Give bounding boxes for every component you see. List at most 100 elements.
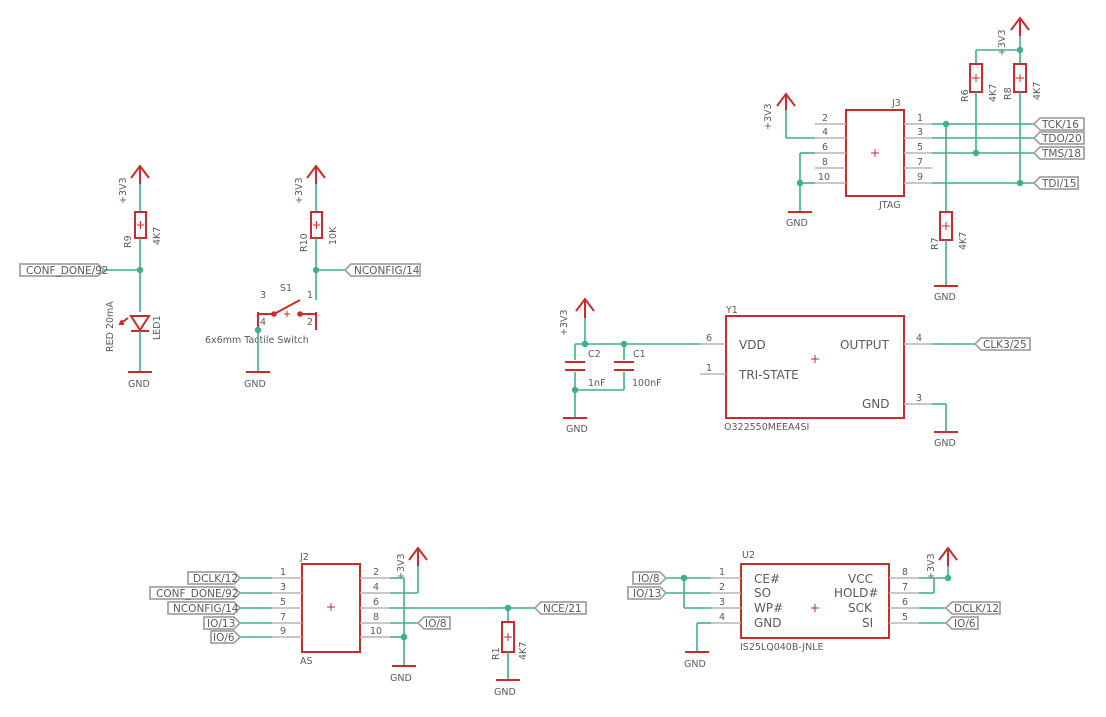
svg-text:8: 8 (373, 612, 379, 623)
power-arrow (575, 297, 595, 318)
svg-text:5: 5 (917, 142, 923, 153)
power-label: +3V3 (294, 177, 305, 204)
j3-ref: J3 (891, 98, 901, 109)
u2-gnd-label: GND (754, 616, 782, 630)
net-label-tms (1032, 146, 1085, 160)
y1-output-label: OUTPUT (840, 338, 890, 352)
s1-pin-4: 4 (260, 317, 266, 328)
svg-text:10: 10 (370, 626, 382, 637)
gnd-label: GND (128, 379, 150, 390)
y1-tristate-label: TRI-STATE (738, 368, 799, 382)
r6-value: 4K7 (988, 84, 999, 102)
r9-value: 4K7 (152, 227, 163, 245)
u2-so-label: SO (754, 586, 771, 600)
oscillator-y1 (725, 315, 905, 419)
net-tdo-text: TDO/20 (1041, 133, 1082, 145)
power-arrow (408, 546, 428, 566)
led-circuit: +3V3 R9 4K7 CONF_DONE/92 RED 20mA LED1 G… (19, 164, 163, 390)
net-tms-text: TMS/18 (1041, 148, 1081, 160)
r1-ref: R1 (491, 647, 502, 660)
net-label-dclk (187, 571, 242, 585)
svg-text:1: 1 (706, 363, 712, 374)
r9-ref: R9 (123, 235, 134, 248)
r1-value: 4K7 (518, 642, 529, 660)
svg-text:10: 10 (818, 172, 830, 183)
net-label-dclk-flash (944, 601, 1001, 615)
net-conf-done-text: CONF_DONE/92 (26, 265, 108, 277)
r6-ref: R6 (960, 89, 971, 102)
u2-vcc-label: VCC (848, 572, 873, 586)
svg-text:7: 7 (917, 157, 923, 168)
power-label: +3V3 (997, 29, 1008, 56)
svg-text:8: 8 (822, 157, 828, 168)
led1-symbol (129, 315, 151, 332)
gnd-label: GND (390, 673, 412, 684)
net-label-io6-flash (944, 616, 979, 630)
svg-text:2: 2 (822, 113, 828, 124)
net-label-tck (1032, 117, 1085, 131)
net-io6-flash-text: IO/6 (954, 618, 976, 630)
net-tck-text: TCK/16 (1041, 119, 1079, 131)
s1-pin-3: 3 (260, 290, 266, 301)
svg-text:8: 8 (902, 567, 908, 578)
u2-wp-label: WP# (754, 601, 783, 615)
flash-circuit: U2 IS25LQ040B-JNLE 1 2 3 4 CE# SO WP# GN… (627, 546, 1001, 670)
net-io8-flash-text: IO/8 (638, 573, 660, 585)
net-label-io6 (210, 630, 242, 644)
capacitor-c2 (565, 361, 585, 371)
net-label-nce (533, 601, 587, 615)
r7-ref: R7 (930, 237, 941, 250)
c2-value: 1nF (588, 378, 606, 389)
net-dclk-text: DCLK/12 (193, 573, 238, 585)
s1-value: 6x6mm Tactile Switch (205, 335, 309, 346)
as-header-circuit: J2 AS 1 3 5 7 9 DCLK/12 CONF_DONE/92 NCO… (149, 546, 587, 698)
r10-value: 10K (328, 226, 339, 245)
net-label-io8-flash (632, 571, 668, 585)
c1-value: 100nF (632, 378, 662, 389)
s1-ref: S1 (280, 283, 292, 294)
power-arrow (130, 164, 150, 184)
power-label: +3V3 (763, 103, 774, 130)
gnd-label: GND (244, 379, 266, 390)
jtag-circuit: +3V3 J3 JTAG 2 4 6 8 10 GND 1 3 5 7 9 (763, 16, 1085, 303)
power-label: +3V3 (396, 553, 407, 580)
net-clk3-text: CLK3/25 (983, 339, 1027, 351)
svg-text:6: 6 (822, 142, 828, 153)
power-label: +3V3 (118, 177, 129, 204)
svg-text:7: 7 (280, 612, 286, 623)
net-label-conf-done-2 (149, 586, 242, 600)
gnd-label: GND (566, 424, 588, 435)
oscillator-circuit: +3V3 C2 1nF C1 100nF GND Y1 O322550MEEA4… (559, 297, 1031, 449)
net-label-io13 (203, 616, 242, 630)
y1-part: O322550MEEA4SI (724, 422, 809, 433)
s1-pin-1: 1 (307, 290, 313, 301)
net-label-nconfig-2 (167, 601, 242, 615)
u2-si-label: SI (862, 616, 873, 630)
net-io13-flash-text: IO/13 (633, 588, 661, 600)
svg-text:3: 3 (280, 582, 286, 593)
net-label-io8 (416, 616, 451, 630)
s1-pin-2: 2 (307, 317, 313, 328)
net-label-conf-done (19, 263, 106, 277)
flash-u2 (740, 563, 890, 639)
svg-text:1: 1 (917, 113, 923, 124)
svg-text:5: 5 (902, 612, 908, 623)
svg-text:9: 9 (280, 626, 286, 637)
net-dclk-flash-text: DCLK/12 (954, 603, 999, 615)
svg-text:7: 7 (902, 582, 908, 593)
j2-ref: J2 (299, 552, 309, 563)
y1-ref: Y1 (725, 305, 738, 316)
svg-text:2: 2 (719, 582, 725, 593)
net-label-nconfig (343, 263, 421, 277)
net-label-tdo (1032, 131, 1085, 145)
power-arrow (1010, 16, 1030, 36)
net-nce-text: NCE/21 (543, 603, 582, 615)
net-tdi-text: TDI/15 (1041, 178, 1077, 190)
net-io6-text: IO/6 (213, 632, 235, 644)
c2-ref: C2 (588, 349, 601, 360)
gnd-label: GND (494, 687, 516, 698)
j2-value: AS (300, 656, 313, 667)
svg-text:6: 6 (706, 333, 712, 344)
c1-ref: C1 (633, 349, 646, 360)
